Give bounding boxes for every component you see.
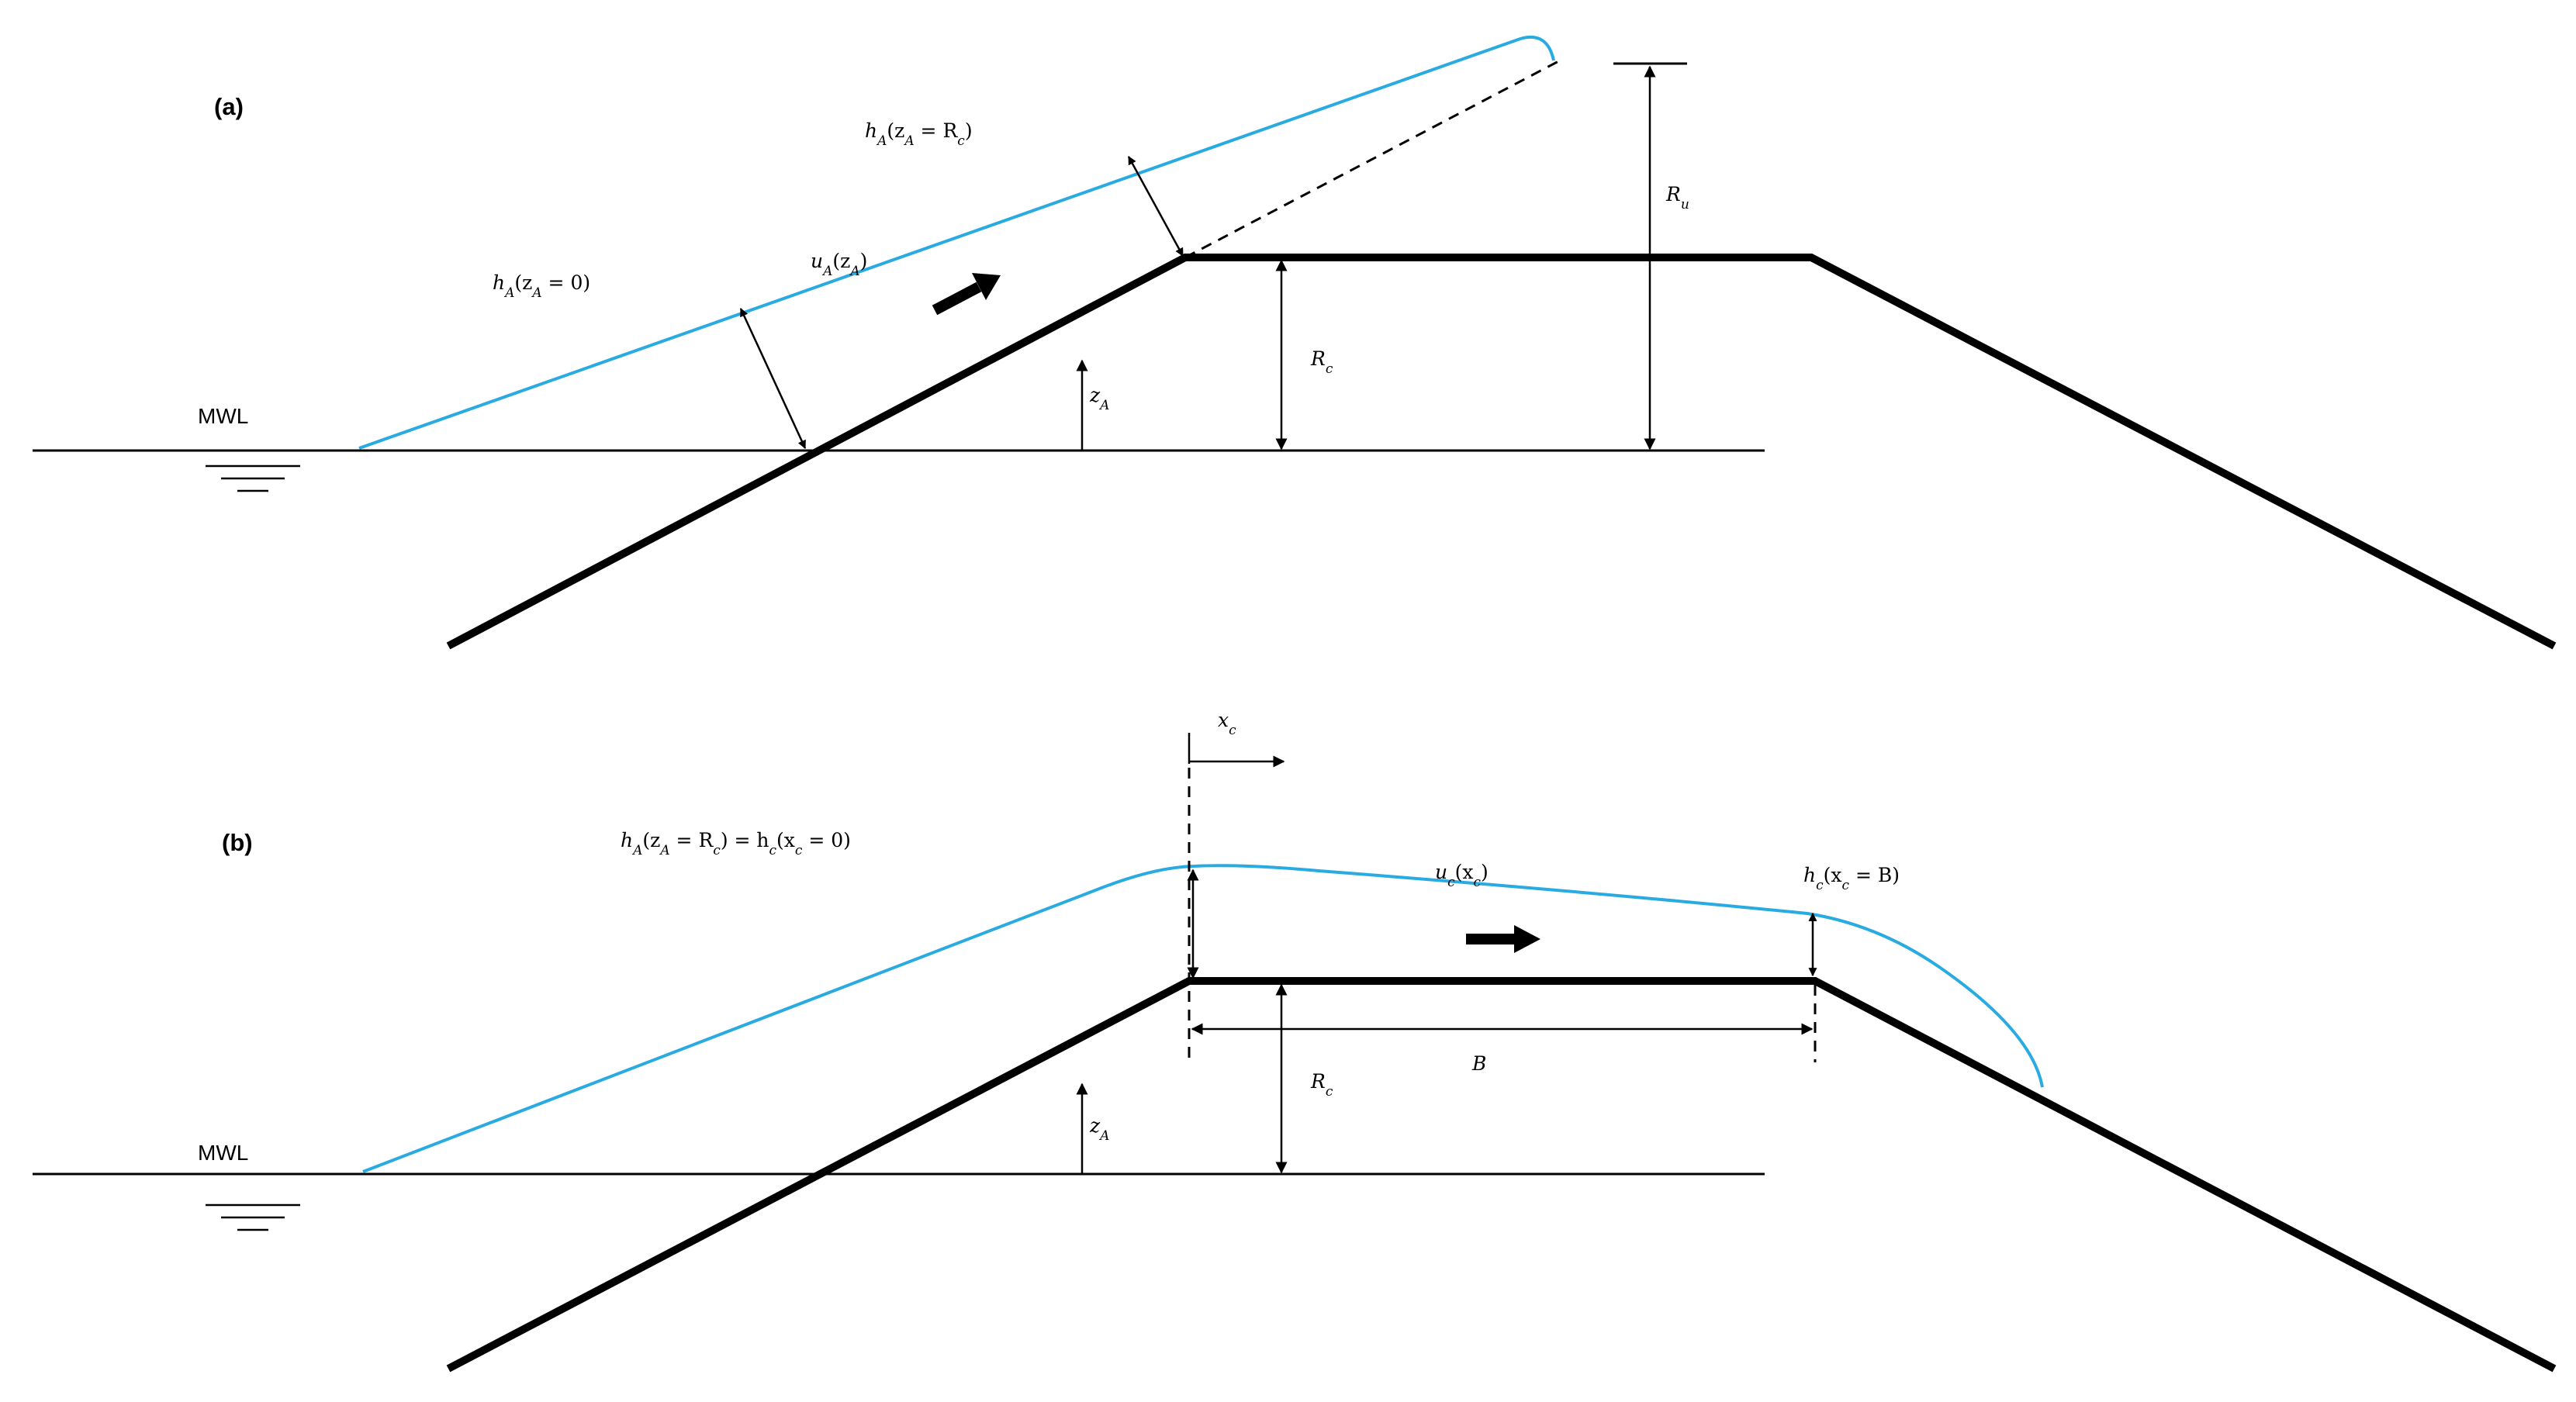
u-c-label: uc(xc) [1435, 861, 1489, 890]
za-label-a: zA [1089, 384, 1109, 413]
mwl-label-a: MWL [198, 404, 248, 428]
dike-profile-a [446, 254, 2557, 650]
h-a-rc-label: hA(zA = Rc) [865, 119, 973, 149]
rc-label-a: Rc [1310, 347, 1333, 377]
panel-b: (b) MWL xc hA(zA = Rc) = hc(xc = 0) [33, 709, 2557, 1373]
overtopping-water-surface [362, 864, 2044, 1173]
dike-profile-b [446, 977, 2557, 1373]
xc-label: xc [1218, 709, 1236, 738]
h-a-z0-arrow [739, 308, 807, 449]
runup-water-surface [358, 35, 1555, 450]
flow-arrow-b [1466, 925, 1540, 953]
water-surface-symbol-b [206, 1203, 300, 1231]
h-a-z0-label: hA(zA = 0) [493, 271, 590, 301]
h-a-rc-arrow [1127, 156, 1184, 257]
h-equality-label: hA(zA = Rc) = hc(xc = 0) [621, 829, 851, 858]
rc-label-b: Rc [1310, 1070, 1333, 1100]
panel-a: (a) MWL hA(zA = 0) uA(zA) [33, 35, 2557, 650]
mwl-label-b: MWL [198, 1141, 248, 1165]
h-c-b-label: hc(xc = B) [1803, 864, 1900, 893]
panel-b-label: (b) [222, 829, 253, 856]
b-label: B [1471, 1052, 1486, 1075]
slope-extension-dashed [1184, 57, 1564, 259]
za-label-b: zA [1089, 1114, 1109, 1144]
ru-label: Ru [1665, 183, 1689, 212]
u-a-label: uA(zA) [811, 250, 867, 279]
panel-a-label: (a) [214, 93, 244, 120]
water-surface-symbol-a [206, 464, 300, 492]
flow-arrow-a [932, 273, 1001, 316]
